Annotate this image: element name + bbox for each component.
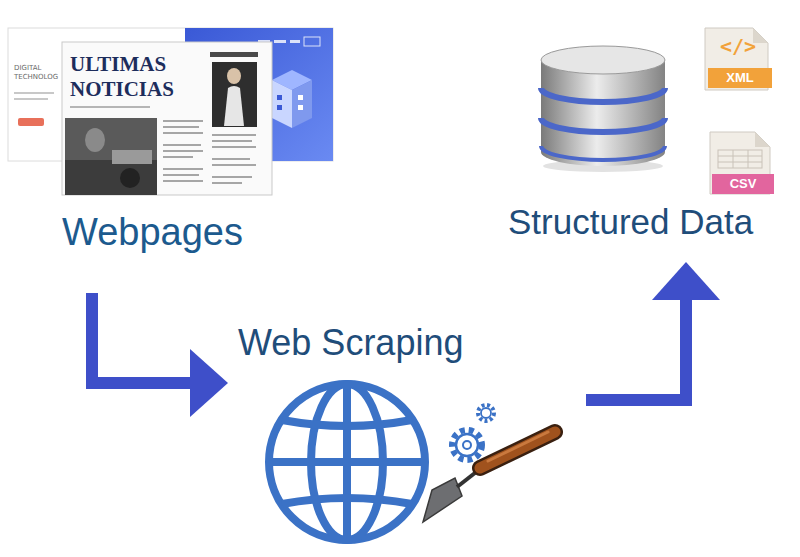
file-type: XML <box>708 70 772 86</box>
news-webpage-part-part <box>212 182 242 184</box>
news-webpage-part <box>163 120 203 182</box>
back-webpage-part <box>274 40 286 43</box>
web-scraping-node: Web Scraping <box>228 318 586 550</box>
globe-icon-part <box>282 420 412 426</box>
xml-file-icon <box>705 28 772 90</box>
globe-icon-part <box>282 498 412 504</box>
news-webpage-part-part <box>212 134 256 136</box>
csv-file-icon-part <box>733 150 734 168</box>
site-heading: DIGITAL <box>14 64 41 72</box>
xml-file-icon-part <box>708 68 772 88</box>
file-type: CSV <box>712 176 774 192</box>
news-webpage-part <box>62 42 272 195</box>
trowel-icon-part <box>480 432 555 468</box>
news-webpage-part <box>112 150 152 164</box>
news-webpage-part <box>212 62 257 127</box>
gear-icon-part <box>481 408 491 418</box>
back-webpage-part <box>298 95 303 100</box>
node-title: Web Scraping <box>238 322 463 364</box>
back-webpage-part <box>290 40 300 43</box>
news-webpage-part-part <box>163 126 199 128</box>
newspaper-masthead: ULTIMAS <box>70 52 166 77</box>
news-webpage-part-part <box>163 150 203 152</box>
arrow-line <box>92 293 191 383</box>
arrow-line <box>586 299 686 400</box>
newspaper-masthead: NOTICIAS <box>70 77 174 102</box>
news-webpage-part-part <box>212 164 256 166</box>
arrow-head <box>652 262 720 300</box>
back-webpage-part <box>14 92 54 94</box>
node-title: Webpages <box>62 211 243 254</box>
news-webpage-part <box>70 106 150 108</box>
news-webpage-part-part <box>163 168 203 170</box>
csv-file-icon-part <box>718 156 762 157</box>
news-webpage-part-part <box>212 140 252 142</box>
news-webpage-part-part <box>212 176 252 178</box>
trowel-icon-part <box>488 432 548 461</box>
news-webpage-part <box>65 118 157 195</box>
back-webpage-part <box>304 37 320 46</box>
gear-icon-part <box>463 441 471 449</box>
node-title: Structured Data <box>508 202 753 242</box>
news-webpage-part-part <box>212 158 250 160</box>
back-webpage-part <box>18 118 44 126</box>
trowel-icon-part <box>480 432 555 468</box>
database-icon <box>541 46 665 172</box>
news-webpage-part-part <box>163 180 203 182</box>
arrow-head <box>190 349 228 417</box>
csv-file-icon-part <box>755 132 770 147</box>
back-webpage-part <box>292 80 312 128</box>
code-symbol: </> <box>708 34 768 58</box>
back-webpage-part <box>272 80 292 128</box>
back-webpage-part <box>298 105 303 110</box>
news-webpage-part <box>65 160 157 195</box>
trowel-icon-part <box>423 478 462 522</box>
webpages-node: Webpages <box>40 205 285 293</box>
news-webpage-part <box>210 52 258 57</box>
database-icon-part <box>541 146 665 160</box>
gear-icon-part <box>452 430 482 460</box>
csv-file-icon-part <box>718 150 762 168</box>
flow-arrow <box>586 262 720 400</box>
back-webpage-part <box>14 98 48 100</box>
csv-file-icon <box>710 132 774 194</box>
news-webpage-part-part <box>212 146 256 148</box>
globe-icon-part <box>269 458 425 466</box>
news-webpage-part-part <box>163 120 203 122</box>
csv-file-icon-part <box>718 162 762 163</box>
news-webpage-part <box>212 134 256 184</box>
news-webpage-part-part <box>163 174 199 176</box>
news-webpage-part-part <box>163 144 201 146</box>
database-icon-part <box>541 88 665 102</box>
csv-file-icon-part <box>748 150 749 168</box>
news-webpage-part <box>224 86 244 126</box>
globe-icon-part <box>269 384 425 540</box>
news-webpage <box>62 42 272 195</box>
site-heading: TECHNOLOG <box>14 73 58 81</box>
database-icon-part <box>541 46 665 74</box>
trowel-icon <box>423 432 555 522</box>
database-icon-part <box>541 118 665 132</box>
news-webpage-part <box>85 128 105 152</box>
csv-file-icon-part <box>712 174 774 194</box>
globe-icon <box>269 384 425 540</box>
back-webpage-part <box>277 95 282 100</box>
flow-arrow <box>92 293 228 417</box>
news-webpage-part <box>120 168 140 188</box>
back-webpage-part <box>277 105 282 110</box>
gear-icon <box>452 405 494 460</box>
news-webpage-part-part <box>163 132 203 134</box>
gear-icon-part <box>456 434 478 456</box>
gear-icon-part <box>478 405 494 421</box>
news-webpage-part-part <box>163 156 193 158</box>
news-webpage-part <box>227 68 241 84</box>
